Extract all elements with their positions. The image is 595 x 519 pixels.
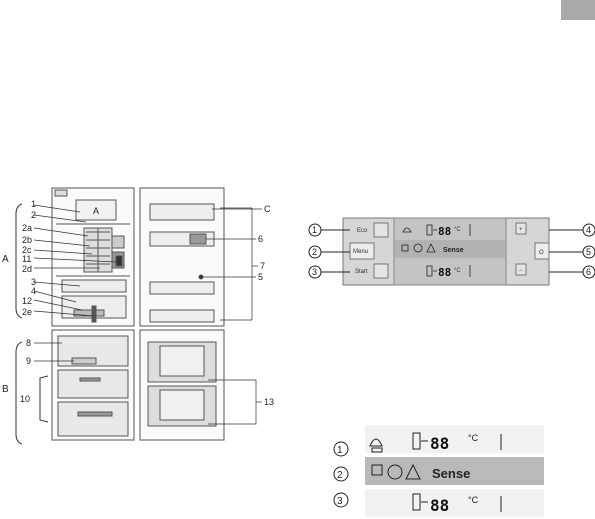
- legend-row-2: 2: [337, 470, 343, 481]
- power-button[interactable]: O: [539, 250, 544, 256]
- label-10: 10: [20, 394, 30, 404]
- plus-button[interactable]: +: [519, 227, 523, 233]
- label-2e: 2e: [22, 307, 32, 317]
- callout-3: 3: [312, 267, 317, 277]
- legend-row-1: 1: [337, 445, 343, 456]
- legend-panel: [333, 425, 544, 517]
- minus-button[interactable]: −: [519, 268, 523, 274]
- panel-freezer-temp: 88: [438, 266, 451, 279]
- label-A: A: [2, 254, 9, 265]
- callout-leaders-left: [33, 204, 117, 362]
- label-9: 9: [26, 356, 31, 366]
- fridge-cabinet: [51, 187, 135, 441]
- label-B: B: [2, 384, 9, 395]
- label-12: 12: [22, 296, 32, 306]
- label-3: 3: [31, 277, 36, 287]
- panel-display-icons: [401, 224, 471, 277]
- label-13: 13: [264, 397, 274, 407]
- callout-2: 2: [312, 247, 317, 257]
- callout-4: 4: [586, 225, 591, 235]
- panel-freezer-unit: °C: [454, 268, 461, 274]
- label-8: 8: [26, 338, 31, 348]
- callout-leaders-right: [201, 207, 262, 425]
- legend-fridge-temp: 88: [430, 434, 449, 453]
- language-tab: [561, 0, 595, 20]
- label-2b: 2b: [22, 235, 32, 245]
- fridge-doors: [139, 187, 225, 441]
- section-brackets: [15, 203, 49, 445]
- label-5: 5: [258, 272, 263, 282]
- callout-6: 6: [586, 267, 591, 277]
- label-C: C: [264, 204, 271, 214]
- label-2: 2: [31, 210, 36, 220]
- label-lamp-A: A: [93, 206, 99, 216]
- callout-1: 1: [312, 225, 317, 235]
- legend-sense: Sense: [432, 466, 470, 481]
- eco-button[interactable]: Eco: [357, 228, 368, 234]
- menu-button[interactable]: Menu: [353, 249, 368, 255]
- legend-freezer-unit: °C: [468, 495, 479, 505]
- label-1: 1: [31, 199, 36, 209]
- label-6: 6: [258, 234, 263, 244]
- callout-5: 5: [586, 247, 591, 257]
- label-7: 7: [260, 261, 265, 271]
- start-button[interactable]: Start: [355, 269, 368, 275]
- label-2c: 2c: [22, 245, 32, 255]
- label-2d: 2d: [22, 264, 32, 274]
- label-11: 11: [22, 254, 31, 264]
- control-panel: [342, 217, 550, 286]
- panel-fridge-unit: °C: [454, 227, 461, 233]
- callout-circles: [308, 223, 595, 279]
- panel-sense: Sense: [443, 247, 464, 254]
- legend-row-3: 3: [337, 496, 343, 507]
- legend-fridge-unit: °C: [468, 433, 479, 443]
- label-4: 4: [31, 286, 36, 296]
- panel-fridge-temp: 88: [438, 225, 451, 238]
- legend-freezer-temp: 88: [430, 496, 449, 515]
- label-2a: 2a: [22, 223, 32, 233]
